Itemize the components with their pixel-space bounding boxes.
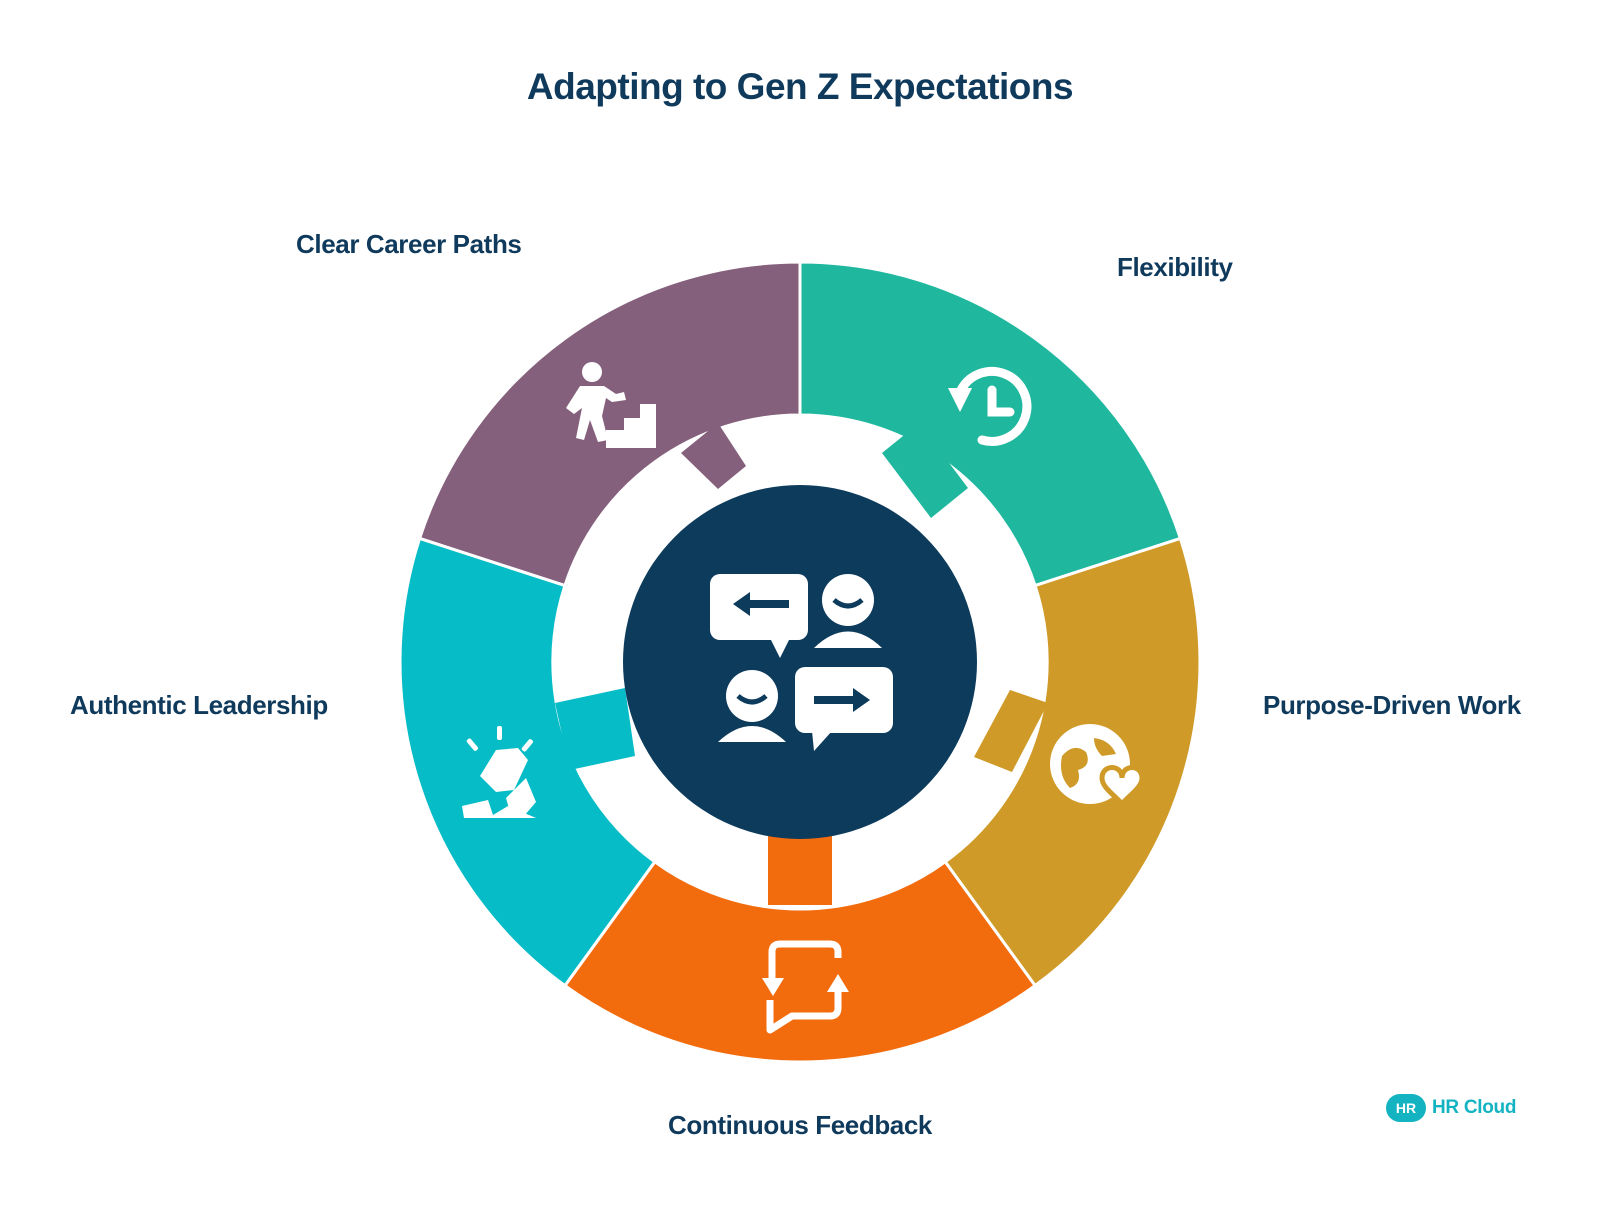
segment-clear-career-paths[interactable] [417, 260, 802, 588]
segment-authentic-leadership[interactable] [398, 536, 657, 988]
center-circle [623, 485, 977, 839]
connector-flexibility [882, 423, 968, 518]
logo-badge: HR [1386, 1094, 1426, 1122]
connector-clear-career-paths [681, 423, 746, 489]
clock-history-icon [948, 366, 1032, 446]
person-climbing-stairs-icon [566, 362, 656, 448]
logo-text: HR Cloud [1432, 1097, 1517, 1118]
connector-authentic-leadership [555, 688, 635, 770]
label-purpose-driven-work: Purpose-Driven Work [1263, 690, 1521, 720]
feedback-loop-icon [762, 940, 849, 1034]
label-continuous-feedback: Continuous Feedback [668, 1110, 932, 1140]
label-authentic-leadership: Authentic Leadership [70, 690, 328, 720]
connector-purpose-driven-work [974, 690, 1048, 772]
page-title: Adapting to Gen Z Expectations [526, 66, 1074, 107]
hr-cloud-logo: HR HR Cloud [1386, 1094, 1516, 1122]
label-clear-career-paths: Clear Career Paths [296, 229, 522, 259]
globe-heart-icon [1050, 724, 1145, 809]
connector-continuous-feedback [768, 835, 832, 905]
label-flexibility: Flexibility [1117, 252, 1233, 282]
conversation-exchange-icon [710, 574, 893, 751]
leadership-gem-icon [462, 726, 536, 818]
